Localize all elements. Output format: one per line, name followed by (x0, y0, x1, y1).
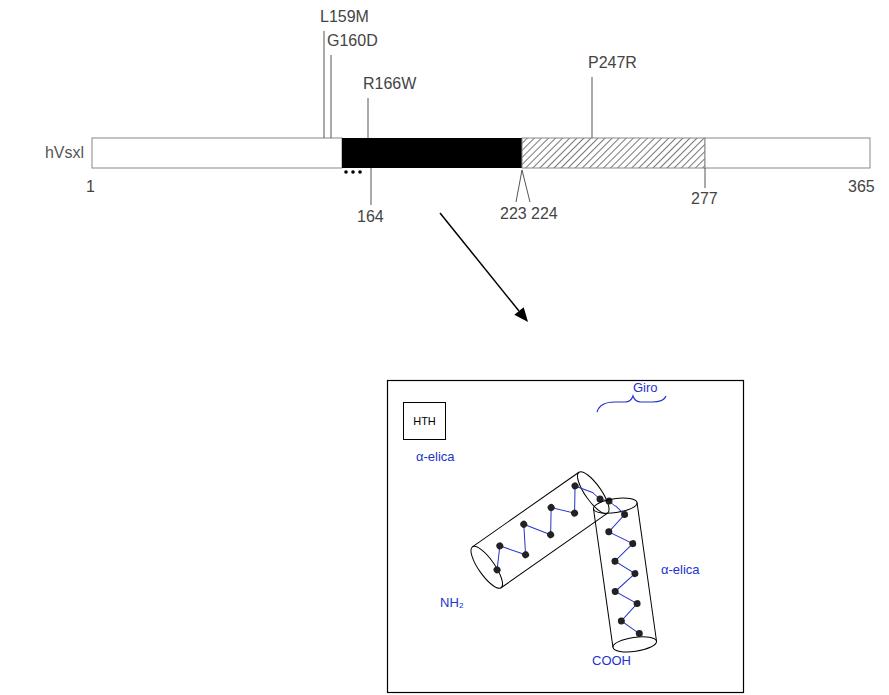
cvc-segment (522, 138, 705, 168)
residue-number: 1 (86, 178, 95, 196)
protein-segment (92, 138, 342, 168)
bracket (597, 396, 666, 412)
mutation-label: L159M (320, 8, 369, 26)
mutation-label: R166W (363, 75, 416, 93)
mutation-label: P247R (588, 54, 637, 72)
terminus-label: COOH (592, 654, 631, 669)
homeodomain-segment (342, 138, 522, 168)
protein-bar: hVsxl (92, 138, 870, 168)
residue-number: 365 (848, 178, 875, 196)
frame (388, 381, 744, 693)
motif-box: HTH (403, 402, 446, 440)
mutation-label: G160D (327, 32, 378, 50)
leader-line (324, 31, 705, 205)
residue-number: 277 (691, 190, 718, 208)
turn-label: Giro (633, 381, 658, 396)
residue-number: 164 (357, 208, 384, 226)
arrow (440, 213, 519, 311)
residue-number: 223 (500, 205, 527, 223)
alpha-helix (466, 468, 614, 593)
terminus-label: NH₂ (440, 596, 464, 611)
helix-label: α-elica (416, 450, 455, 465)
residue-number: 224 (531, 205, 558, 223)
protein-name: hVsxl (45, 144, 84, 162)
alpha-helix (592, 496, 657, 655)
box-label: HTH (413, 415, 436, 428)
helix-label: α-elica (661, 563, 700, 578)
protein-segment (705, 138, 870, 168)
